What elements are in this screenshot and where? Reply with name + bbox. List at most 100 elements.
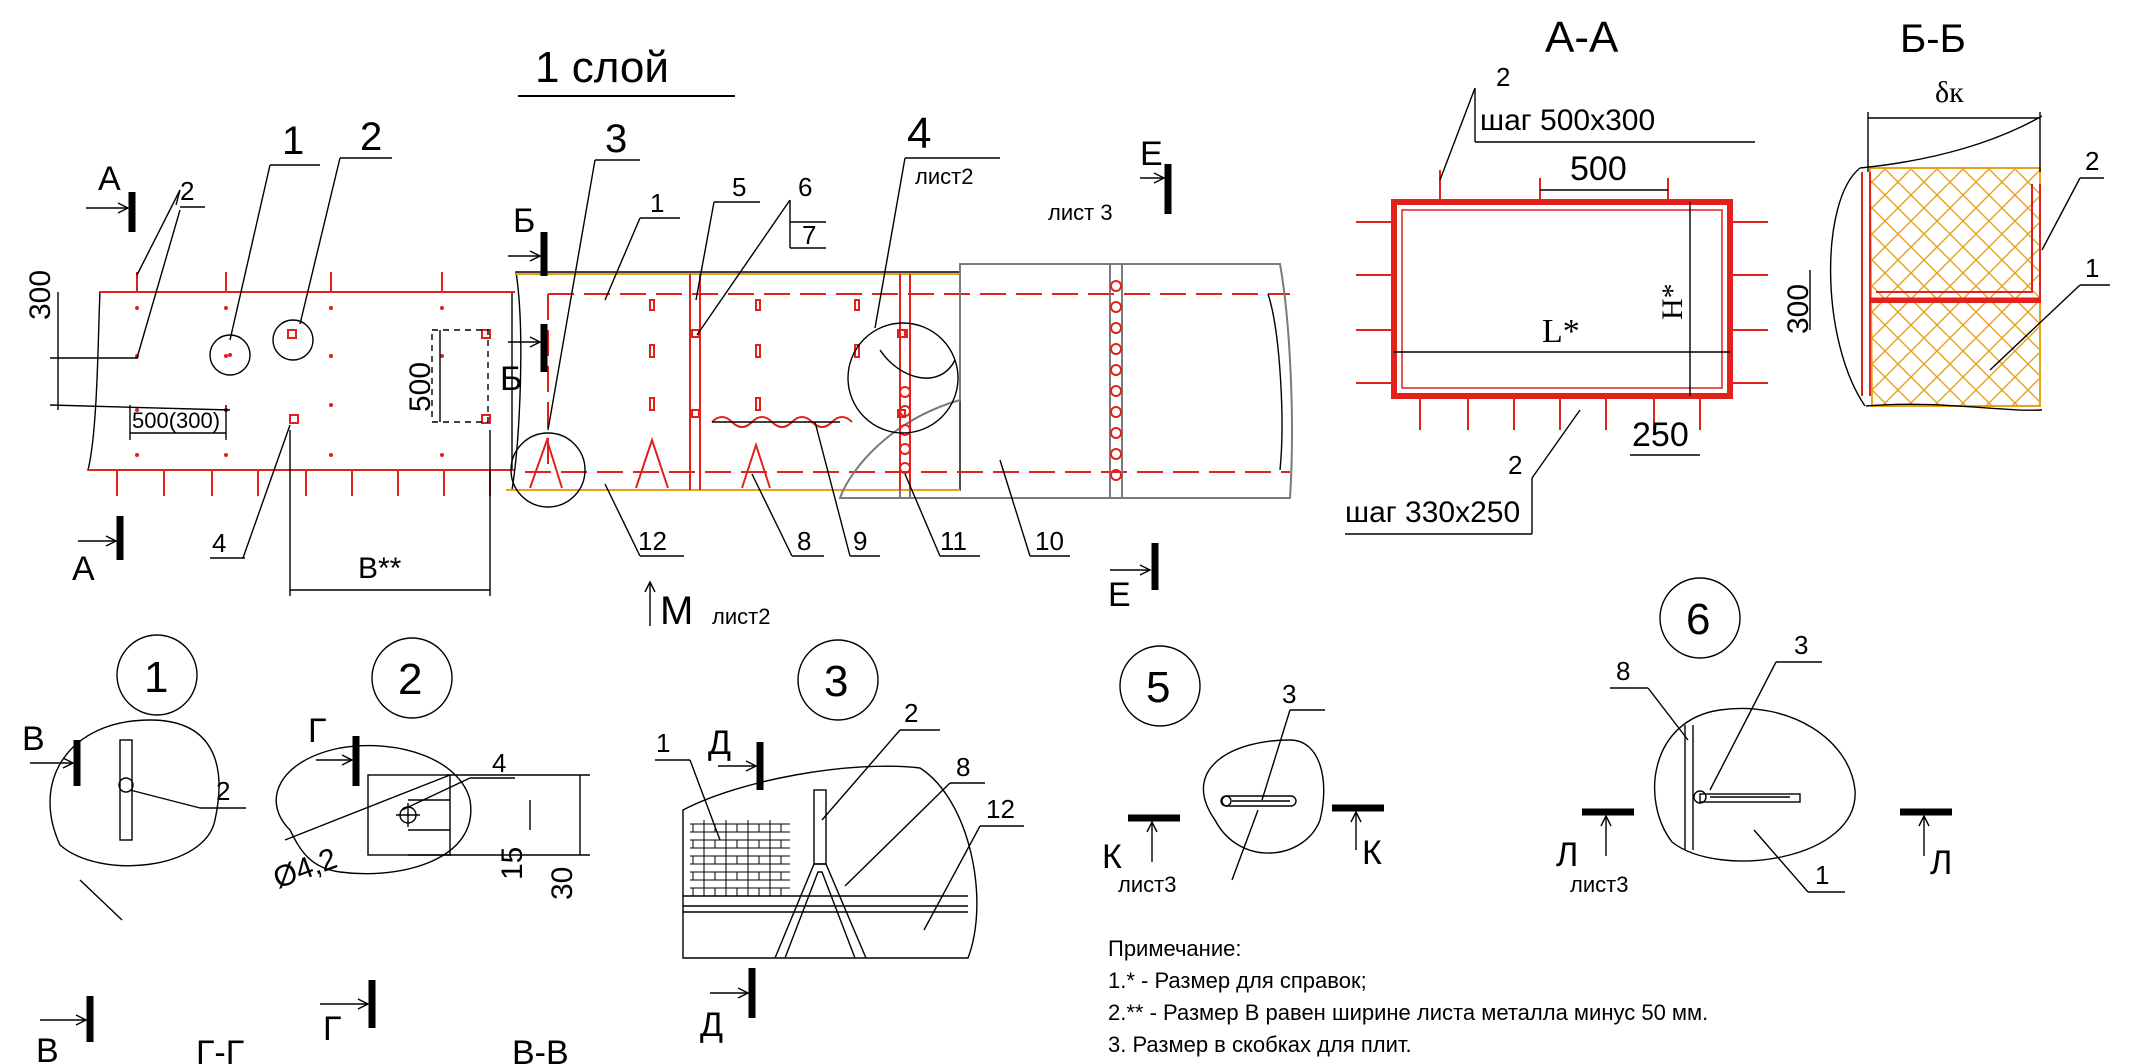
- washer-squares: [287, 329, 491, 424]
- svg-text:Б: Б: [500, 360, 522, 398]
- leader-4-main: 4: [907, 109, 931, 158]
- svg-text:Е: Е: [1140, 135, 1163, 173]
- section-gg-label: Г-Г: [196, 1034, 244, 1064]
- section-bb: Б-Б δк 300 2 1: [1782, 17, 2110, 411]
- anchor-dots: [135, 306, 444, 457]
- svg-text:К: К: [1102, 838, 1122, 876]
- svg-text:А: А: [72, 550, 95, 588]
- svg-text:5: 5: [1146, 663, 1170, 712]
- sheet3-ref: лист 3: [1048, 200, 1113, 225]
- rivets-column-b: [1110, 280, 1122, 481]
- detail-2-dim-30: 30: [546, 867, 579, 900]
- cut-marker-b-bottom: Б: [500, 324, 548, 398]
- note-2: 2.** - Размер В равен ширине листа метал…: [1108, 1000, 1708, 1025]
- middle-slots: [649, 299, 906, 418]
- aa-dim-500: 500: [1570, 150, 1627, 188]
- cut-marker-v-bottom: В: [36, 996, 94, 1064]
- detail-2-dim-15: 15: [496, 847, 529, 880]
- bottom-anchor-ticks: [116, 470, 491, 496]
- cut-marker-g-top: Г: [308, 712, 360, 786]
- leader-7: 7: [802, 220, 816, 250]
- detail-1: 1 2 В В: [22, 634, 246, 1064]
- leader-2-left: 2: [180, 176, 194, 206]
- cut-marker-e-bottom: Е: [1108, 543, 1159, 614]
- aa-pitch-bottom: шаг 330х250: [1345, 496, 1520, 529]
- cut-marker-d-bottom: Д: [700, 968, 756, 1044]
- cut-marker-l-left: Л лист3: [1556, 808, 1634, 897]
- section-vv-label: В-В: [512, 1034, 569, 1064]
- rivets-column-a: [899, 386, 911, 474]
- dim-300-vertical: 300: [24, 270, 57, 320]
- dim-b-width: В**: [358, 552, 402, 585]
- svg-text:Г: Г: [323, 1010, 341, 1048]
- section-aa-title: А-А: [1545, 13, 1619, 62]
- bb-leader-1: 1: [2085, 253, 2099, 283]
- leader-2-main: 2: [360, 115, 382, 159]
- main-plan-view: 500 300 500(300) В** 2 1 2 4: [24, 109, 1293, 633]
- svg-text:В: В: [36, 1032, 59, 1064]
- detail-1-leader-2: 2: [216, 776, 230, 806]
- detail-6: 6 8 3 1 Л лист3 Л: [1556, 577, 1952, 897]
- notes-heading: Примечание:: [1108, 936, 1241, 961]
- svg-text:К: К: [1362, 834, 1382, 872]
- detail-3-leader-1: 1: [656, 728, 670, 758]
- svg-text:Л: Л: [1556, 836, 1578, 874]
- svg-text:2: 2: [398, 655, 422, 704]
- leader-3-main: 3: [605, 117, 627, 161]
- aa-leader-top: 2: [1496, 62, 1510, 92]
- detail-6-leader-3: 3: [1794, 630, 1808, 660]
- bb-leader-2: 2: [2085, 146, 2099, 176]
- notes-block: Примечание: 1.* - Размер для справок; 2.…: [1108, 936, 1708, 1057]
- cut-marker-g-bottom: Г: [320, 980, 376, 1048]
- detail-3-leader-2: 2: [904, 698, 918, 728]
- cut-marker-v-top: В: [22, 720, 81, 786]
- leader-5: 5: [732, 172, 746, 202]
- leader-6: 6: [798, 172, 812, 202]
- leader-11: 11: [940, 526, 967, 556]
- detail-2-leader-4: 4: [492, 748, 506, 778]
- svg-text:3: 3: [824, 657, 848, 706]
- svg-text:лист3: лист3: [1570, 872, 1628, 897]
- leader-12: 12: [638, 526, 667, 556]
- cut-marker-a-top: А: [86, 160, 136, 232]
- detail-2-callout-circle[interactable]: [272, 319, 314, 361]
- detail-3-callout-circle[interactable]: [510, 432, 586, 508]
- bb-dim-300: 300: [1782, 284, 1815, 334]
- note-1: 1.* - Размер для справок;: [1108, 968, 1367, 993]
- detail-3-leader-12: 12: [986, 794, 1015, 824]
- leader-4-left: 4: [212, 528, 226, 558]
- section-bb-title: Б-Б: [1900, 17, 1966, 61]
- svg-text:А: А: [98, 160, 121, 198]
- svg-text:Е: Е: [1108, 576, 1131, 614]
- layer-title-text: 1 слой: [535, 43, 669, 92]
- cut-marker-l-right: Л: [1900, 808, 1952, 882]
- cut-marker-d-top: Д: [708, 724, 764, 790]
- detail-6-leader-8: 8: [1616, 656, 1630, 686]
- cut-marker-b-top: Б: [508, 202, 548, 276]
- aa-leader-bottom: 2: [1508, 450, 1522, 480]
- detail-2-diameter: Ø4,2: [269, 842, 341, 895]
- svg-text:1: 1: [144, 653, 168, 702]
- dim-500-300: 500(300): [132, 408, 220, 433]
- aa-anchor-ticks: [1356, 170, 1768, 430]
- svg-text:Д: Д: [708, 724, 731, 762]
- cut-marker-k-left: К лист3: [1102, 814, 1180, 897]
- aa-dim-250: 250: [1632, 416, 1689, 454]
- detail-5: 5 3 К лист3 К: [1102, 645, 1384, 897]
- detail-1-callout-circle[interactable]: [209, 334, 251, 376]
- cut-marker-a-bottom: А: [72, 516, 124, 588]
- svg-text:6: 6: [1686, 595, 1710, 644]
- leader-1-main: 1: [282, 119, 304, 163]
- svg-text:Л: Л: [1930, 844, 1952, 882]
- aa-dim-l: L*: [1542, 313, 1580, 350]
- layer-title: 1 слой: [518, 43, 735, 97]
- view-marker-m: М лист2: [644, 580, 770, 633]
- svg-text:Г: Г: [308, 712, 326, 750]
- detail-2: 2 15 30 Ø4,2 4 Г Г: [269, 637, 590, 1048]
- svg-text:лист2: лист2: [712, 604, 770, 629]
- dim-500-vertical: 500: [404, 362, 437, 412]
- aa-pitch-top: шаг 500х300: [1480, 104, 1655, 137]
- svg-text:лист3: лист3: [1118, 872, 1176, 897]
- detail-4-callout-circle[interactable]: [847, 322, 959, 434]
